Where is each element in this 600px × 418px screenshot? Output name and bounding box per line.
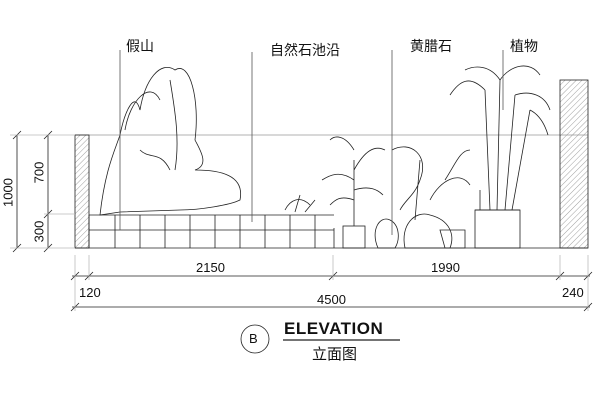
label-plants: 植物: [510, 39, 538, 55]
dim-right-span: 1990: [431, 260, 460, 275]
palm-plant: [439, 65, 551, 249]
yellow-stone: [374, 146, 471, 249]
title-chinese: 立面图: [312, 345, 358, 363]
dim-right-wall: 240: [562, 285, 584, 300]
left-wall: [74, 134, 90, 249]
title-marker-circle: [240, 324, 270, 354]
dim-lower-height: 300: [31, 220, 47, 243]
label-rockery: 假山: [126, 39, 154, 55]
dim-left-wall: 120: [79, 285, 101, 300]
stone-edge: [88, 194, 335, 248]
title-english: ELEVATION: [284, 319, 384, 338]
dim-upper-height: 700: [31, 161, 47, 184]
label-stone-edge: 自然石池沿: [270, 43, 340, 59]
dim-total-height: 1000: [0, 178, 16, 207]
rockery: [99, 67, 241, 216]
right-wall: [559, 79, 589, 249]
dim-total-width: 4500: [317, 292, 346, 307]
label-yellow-stone: 黄腊石: [410, 39, 452, 55]
dim-left-span: 2150: [196, 260, 225, 275]
potted-plant: [321, 136, 386, 249]
title-marker: B: [249, 331, 258, 346]
